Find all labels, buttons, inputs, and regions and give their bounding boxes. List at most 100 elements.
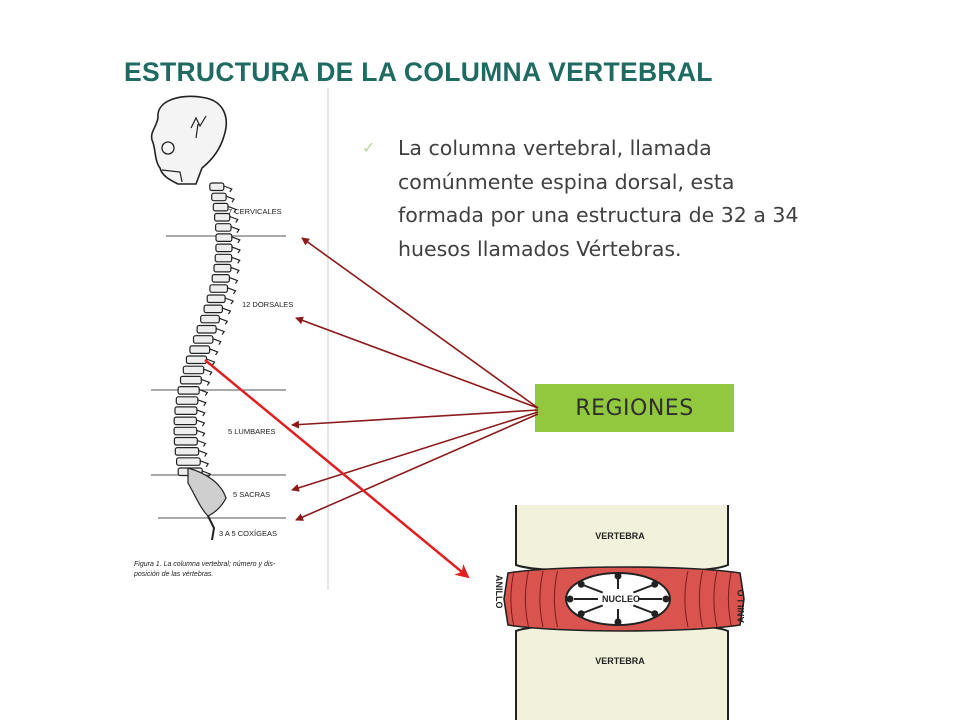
pressure-arrow-head (566, 595, 574, 603)
pressure-arrow (583, 584, 604, 594)
vertebra-process (197, 399, 207, 407)
vertebra-segment (173, 436, 198, 446)
ring-left-label: ANILLO (494, 575, 504, 609)
vertebra-segment (200, 314, 220, 324)
label-lumbares: 5 LUMBARES (228, 427, 276, 436)
label-dorsales: 12 DORSALES (242, 300, 293, 309)
pressure-arrow-head (651, 580, 659, 588)
vertebra-process (215, 327, 226, 335)
pressure-arrow (632, 604, 653, 614)
label-coxigeas: 3 A 5 COXÍGEAS (219, 529, 277, 538)
pressure-arrow-head (614, 572, 622, 580)
vertebra-segment (215, 233, 233, 242)
ring-fibre (525, 570, 529, 628)
vertebra-process (201, 470, 212, 478)
vertebra-process (196, 419, 206, 427)
vertebra-process (206, 358, 216, 366)
pressure-arrow (632, 584, 653, 594)
vertebra-segment (209, 284, 229, 293)
vertebra-segment (173, 426, 198, 436)
vertebra-segment (203, 304, 223, 314)
vertebra-segment (196, 324, 217, 334)
nucleus-label: NUCLEO (602, 594, 640, 604)
arrow-to-cervicales (301, 237, 539, 409)
vertebra-segment (211, 192, 227, 202)
vertebra-process (225, 195, 235, 203)
arrow-to-coxigeas (295, 413, 539, 521)
vertebra-segment (214, 223, 232, 232)
label-sacras: 5 SACRAS (233, 490, 270, 499)
vertebra-segment (174, 447, 200, 456)
vertebra-process (198, 450, 208, 457)
vertebra-segment (213, 263, 232, 273)
vertebra-process (231, 246, 241, 254)
sacrum-shape (187, 467, 227, 517)
vertebra-process (227, 205, 237, 213)
vertebra-process (230, 226, 240, 234)
pressure-arrow (583, 604, 604, 614)
regiones-box: REGIONES (535, 384, 734, 432)
vertebra-segment (192, 335, 214, 344)
vertebra-process (196, 429, 206, 437)
ring-fibre (684, 570, 689, 628)
vertebra-process (223, 185, 233, 193)
vertebra-process (224, 297, 235, 305)
skull-icon (150, 95, 228, 185)
pressure-arrow-head (651, 610, 659, 618)
arrow-to-lumbares (291, 409, 539, 429)
ring-fibre (554, 570, 558, 628)
label-cervicales: 7 CERVICALES (228, 207, 282, 216)
vertebra-segment (177, 386, 200, 395)
vertebra-bottom-label: VERTEBRA (595, 656, 645, 666)
vertebra-process (203, 368, 213, 376)
vertebra-process (212, 338, 222, 346)
vertebra-process (196, 409, 206, 417)
spine-illustration: 7 CERVICALES 12 DORSALES 5 LUMBARES 5 SA… (96, 88, 332, 590)
coccyx-shape (207, 515, 216, 541)
pressure-arrow-head (662, 595, 670, 603)
intervertebral-disc-illustration: NUCLEO VERTEBRA VERTEBRA ANILLO ANILLO (478, 503, 762, 720)
vertebra-segment (175, 457, 201, 466)
vertebra-process (222, 307, 232, 315)
vertebra-segment (206, 294, 226, 304)
vertebra-process (199, 460, 210, 468)
arrow-to-dorsales (295, 316, 539, 409)
ring-fibre (510, 570, 515, 628)
vertebra-process (201, 378, 211, 386)
vertebra-process (231, 256, 241, 264)
vertebra-process (227, 287, 237, 295)
vertebra-segment (211, 274, 230, 283)
vertebra-segment (215, 243, 233, 253)
vertebra-process (231, 236, 241, 244)
nucleus-pressure-arrows (566, 572, 670, 626)
vertebra-segment (189, 345, 211, 354)
checkmark-icon: ✓ (362, 138, 376, 157)
vertebra-process (199, 389, 209, 396)
arrow-to-disc (204, 359, 470, 579)
figure-caption-line1: Figura 1. La columna vertebral; número y… (134, 561, 276, 568)
pressure-arrow-head (577, 580, 585, 588)
vertebra-process (229, 215, 239, 223)
ring-fibre (728, 570, 732, 628)
ring-fibre (539, 570, 544, 628)
figure-caption-line2: posición de las vértebras. (133, 571, 213, 578)
vertebra-segment (179, 375, 202, 385)
ring-fibre (699, 570, 703, 628)
vertebra-segment (173, 416, 197, 426)
vertebra-process (229, 277, 239, 284)
arrow-to-sacras (291, 411, 539, 492)
vertebra-segment (213, 212, 231, 222)
vertebra-segment (214, 253, 233, 263)
vertebra-process (219, 317, 229, 325)
vertebrae-column (173, 182, 241, 478)
vertebra-segment (212, 202, 229, 212)
ring-right-label: ANILLO (736, 590, 746, 624)
vertebra-segment (175, 396, 199, 405)
bullet-text: La columna vertebral, llamada comúnmente… (398, 136, 799, 261)
pressure-arrow-head (614, 618, 622, 626)
vertebra-segment (174, 406, 198, 415)
vertebra-process (197, 439, 207, 447)
pressure-arrow-head (577, 610, 585, 618)
ring-fibre (713, 570, 718, 628)
